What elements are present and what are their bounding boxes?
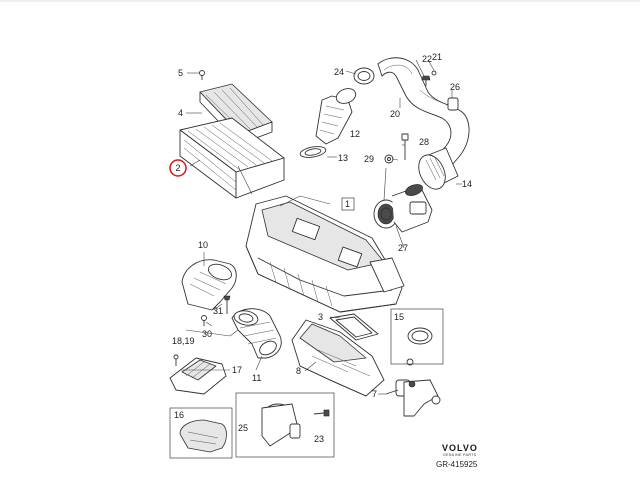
part-23-bolt[interactable] bbox=[313, 409, 330, 417]
callout-13: 13 bbox=[338, 153, 348, 163]
part-28-bolt[interactable] bbox=[401, 133, 409, 160]
callout-3: 3 bbox=[318, 312, 323, 322]
part-26-bracket[interactable] bbox=[447, 97, 459, 111]
callout-numbers: 5 4 2 1 24 22 21 26 20 12 13 28 29 14 27… bbox=[172, 52, 472, 444]
callout-10: 10 bbox=[198, 240, 208, 250]
callout-box-1 bbox=[341, 197, 355, 211]
part-5-clip[interactable] bbox=[199, 70, 205, 81]
part-21-nut[interactable] bbox=[431, 70, 437, 76]
part-22-bolt[interactable] bbox=[421, 75, 431, 86]
part-15-clamp[interactable] bbox=[407, 327, 433, 345]
part-1-air-cleaner-housing[interactable] bbox=[245, 195, 405, 313]
callout-26: 26 bbox=[450, 82, 460, 92]
callout-24: 24 bbox=[334, 67, 344, 77]
part-11-resonator-hose[interactable] bbox=[231, 308, 282, 359]
callout-14: 14 bbox=[462, 179, 472, 189]
part-29-washer[interactable] bbox=[384, 154, 394, 164]
callout-11: 11 bbox=[252, 373, 261, 383]
callout-5: 5 bbox=[178, 68, 183, 78]
leader-lines bbox=[180, 59, 462, 395]
part-31-bolt[interactable] bbox=[223, 295, 231, 314]
callout-20: 20 bbox=[390, 109, 400, 119]
part-8-lower-housing[interactable] bbox=[291, 319, 385, 397]
callout-12: 12 bbox=[350, 129, 360, 139]
diagram-reference: GR-415925 bbox=[436, 460, 478, 469]
callout-30: 30 bbox=[202, 329, 212, 339]
part-7-valve[interactable] bbox=[385, 379, 441, 417]
part-9-nut[interactable] bbox=[406, 358, 414, 366]
callout-25: 25 bbox=[238, 423, 248, 433]
part-3-gasket[interactable] bbox=[329, 313, 379, 341]
brand-name: VOLVO bbox=[442, 443, 478, 453]
callout-21: 21 bbox=[432, 52, 442, 62]
callout-18-19: 18,19 bbox=[172, 336, 195, 346]
highlight-circle-part-2 bbox=[169, 159, 187, 177]
callout-4: 4 bbox=[178, 108, 183, 118]
part-10-intake-duct[interactable] bbox=[181, 259, 237, 311]
callout-22: 22 bbox=[422, 54, 432, 64]
part-30-screw[interactable] bbox=[201, 315, 207, 327]
part-17-bracket[interactable] bbox=[169, 354, 227, 395]
part-13-ring[interactable] bbox=[299, 145, 327, 159]
brand-tagline: GENUINE PARTS bbox=[443, 453, 477, 457]
inset-box-25-23 bbox=[235, 392, 335, 458]
callout-29: 29 bbox=[364, 154, 374, 164]
part-24-clamp[interactable] bbox=[334, 67, 375, 106]
part-14-hose-coupling[interactable] bbox=[414, 147, 459, 193]
inset-box-15 bbox=[390, 308, 444, 365]
part-27-air-mass-meter[interactable] bbox=[373, 167, 433, 233]
part-25-throttle-body[interactable] bbox=[261, 403, 301, 447]
callout-16: 16 bbox=[174, 410, 184, 420]
part-16-cover[interactable] bbox=[179, 419, 227, 453]
callout-31: 31 bbox=[213, 306, 223, 316]
part-12-intake-tube[interactable] bbox=[315, 95, 353, 145]
callout-15: 15 bbox=[394, 312, 404, 322]
inset-box-16 bbox=[169, 407, 233, 459]
callout-17: 17 bbox=[232, 365, 242, 375]
callout-27: 27 bbox=[398, 243, 408, 253]
callout-8: 8 bbox=[296, 366, 301, 376]
callout-2: 2 bbox=[175, 163, 180, 173]
part-2-air-filter-element[interactable] bbox=[179, 117, 285, 199]
callout-23: 23 bbox=[314, 434, 324, 444]
callout-7: 7 bbox=[372, 389, 377, 399]
callout-1: 1 bbox=[345, 199, 350, 209]
callout-28: 28 bbox=[419, 137, 429, 147]
